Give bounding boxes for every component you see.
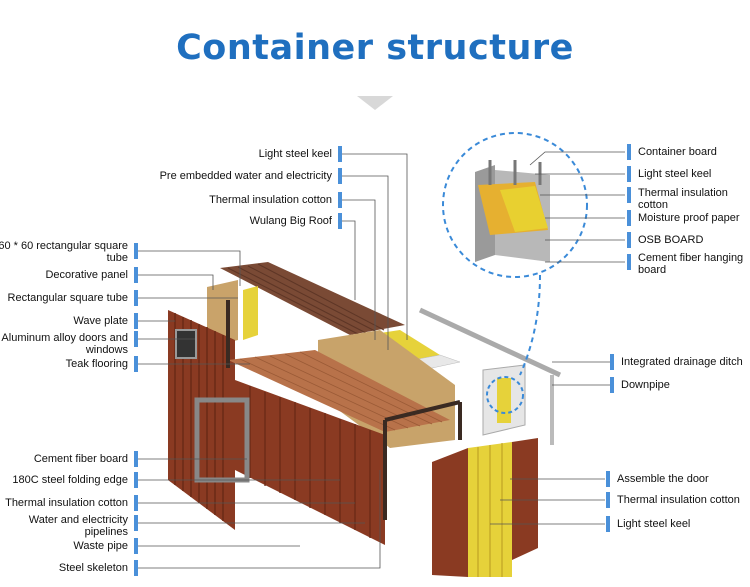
- wall-cross-section: [475, 160, 550, 262]
- label-light-steel-keel-detail: Light steel keel: [638, 168, 712, 180]
- page-title: Container structure: [176, 28, 574, 68]
- label-thermal-insulation-top: Thermal insulation cotton: [209, 194, 332, 206]
- label-pre-embedded: Pre embedded water and electricity: [159, 170, 332, 182]
- label-light-steel-keel-top: Light steel keel: [258, 148, 332, 160]
- label-square-tube-60: 60 * 60 rectangular square tube: [0, 240, 128, 264]
- label-thermal-insulation-door: Thermal insulation cotton: [617, 494, 740, 506]
- leader-lines: [138, 151, 625, 569]
- label-markers: [134, 144, 631, 576]
- label-moisture-proof: Moisture proof paper: [638, 212, 740, 224]
- label-wave-plate: Wave plate: [73, 315, 128, 327]
- label-thermal-insulation-left: Thermal insulation cotton: [5, 497, 128, 509]
- label-container-board: Container board: [638, 146, 717, 158]
- label-light-steel-keel-door: Light steel keel: [617, 518, 691, 530]
- lower-side-wall: [235, 380, 385, 545]
- label-decorative-panel: Decorative panel: [45, 269, 128, 281]
- detail-callout-ring: [442, 132, 588, 278]
- label-thermal-insulation-detail: Thermal insulation cotton: [638, 187, 728, 211]
- label-rect-square-tube: Rectangular square tube: [7, 292, 128, 304]
- label-steel-folding-edge: 180C steel folding edge: [12, 474, 128, 486]
- label-steel-skeleton: Steel skeleton: [58, 562, 128, 574]
- drainage-ditch: [418, 307, 562, 378]
- label-cement-fiber-hanging: Cement fiber hanging board: [638, 252, 744, 276]
- steel-skeleton: [226, 300, 462, 520]
- teak-floor: [228, 350, 450, 432]
- label-wulang-roof: Wulang Big Roof: [249, 215, 332, 227]
- label-teak-flooring: Teak flooring: [65, 358, 128, 370]
- label-drainage-ditch: Integrated drainage ditch: [621, 356, 743, 368]
- label-waste-pipe: Waste pipe: [73, 540, 128, 552]
- roof-panel: [220, 262, 405, 335]
- label-osb-board: OSB BOARD: [638, 234, 704, 246]
- label-water-electric-pipes: Water and electricity pipelines: [28, 514, 128, 538]
- label-aluminum-doors: Aluminum alloy doors and windows: [1, 332, 128, 356]
- label-downpipe: Downpipe: [621, 379, 670, 391]
- front-wall: [168, 310, 235, 530]
- label-assemble-door: Assemble the door: [617, 473, 709, 485]
- doors: [432, 438, 538, 577]
- label-cement-fiber-board: Cement fiber board: [33, 453, 128, 465]
- chevron-down-icon: [357, 96, 393, 110]
